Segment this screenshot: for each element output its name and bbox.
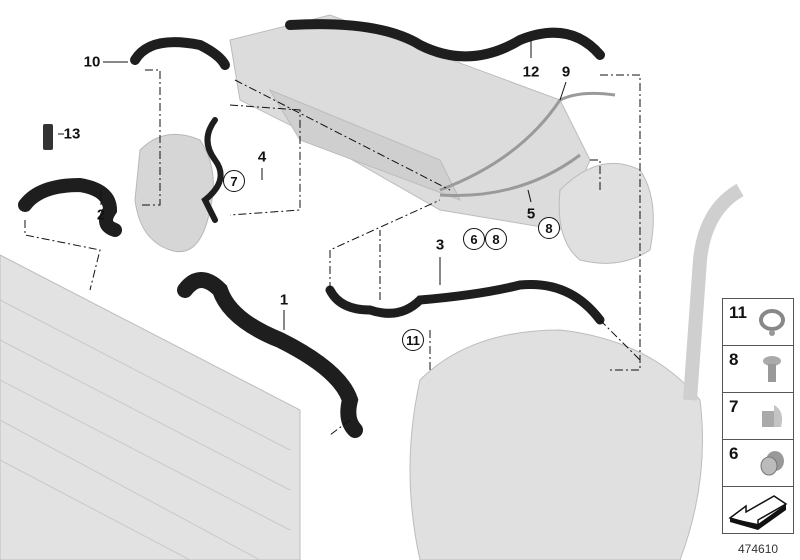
cylinder-head [229,14,591,231]
direction-arrow-icon [728,495,788,530]
callout-clip-7: 7 [223,170,245,192]
callout-plug-6: 6 [463,228,485,250]
legend-item-bolt: 8 [722,345,794,392]
expansion-tank [558,162,654,264]
line-5 [439,153,581,197]
callout-sensor-13: 13 [63,125,81,143]
hose-10 [130,37,230,70]
legend-item-clamp: 11 [722,298,794,345]
leader-lines [24,40,641,436]
radiator [0,254,301,560]
callout-hose-4: 4 [257,148,267,166]
legend-item-clip: 7 [722,392,794,439]
legend-number: 8 [729,350,739,369]
legend-number: 11 [729,303,747,322]
callout-clamp-11: 11 [402,329,424,351]
hose-4 [201,117,224,223]
legend-number: 6 [729,444,739,463]
clip-icon [762,405,783,427]
parts-legend: 11 8 7 6 [722,298,794,534]
callout-hose-3: 3 [435,236,445,254]
callout-hose-10: 10 [83,53,101,71]
plug-icon [760,451,784,476]
legend-item-direction [722,486,794,534]
lines [439,91,616,197]
hose-3 [325,279,605,325]
hoses [18,19,605,438]
water-pump [134,133,214,252]
hose-clamp-icon [759,309,785,336]
callout-line-5: 5 [526,205,536,223]
callout-hose-12: 12 [522,63,540,81]
bolt-icon [763,356,781,382]
hose-2 [18,177,122,237]
callout-hose-1: 1 [279,291,289,309]
callout-hose-2: 2 [96,206,106,224]
legend-number: 7 [729,397,739,416]
diagram-number: 474610 [738,542,779,556]
callout-screw-8b: 8 [538,217,560,239]
sensor-13-part [43,124,53,150]
line-9 [439,91,616,192]
hose-12 [285,19,605,62]
hose-1 [177,272,363,438]
legend-item-plug: 6 [722,439,794,486]
callout-screw-8a: 8 [485,228,507,250]
callout-line-9: 9 [561,63,571,81]
transmission [409,183,744,560]
